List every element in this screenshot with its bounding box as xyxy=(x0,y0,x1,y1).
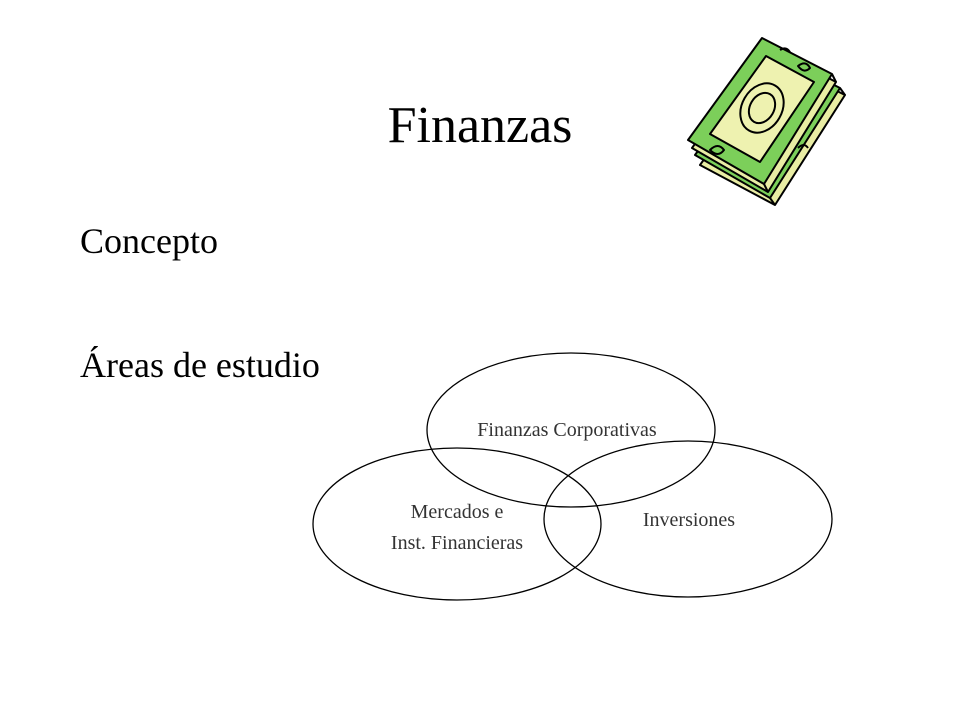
venn-circle-mercados xyxy=(312,447,602,601)
slide-title: Finanzas xyxy=(387,97,573,154)
money-stack-icon xyxy=(687,37,846,206)
venn-label-finanzas-corporativas: Finanzas Corporativas xyxy=(477,419,657,441)
venn-label-mercados-line1: Mercados e xyxy=(411,501,504,523)
venn-label-inversiones: Inversiones xyxy=(643,509,735,531)
venn-label-mercados-line2: Inst. Financieras xyxy=(391,532,523,554)
venn-circle-finanzas-corporativas xyxy=(426,352,716,508)
bullet-concepto: Concepto xyxy=(80,221,218,261)
bullet-areas-de-estudio: Áreas de estudio xyxy=(80,345,320,385)
venn-circle-inversiones xyxy=(543,440,833,598)
